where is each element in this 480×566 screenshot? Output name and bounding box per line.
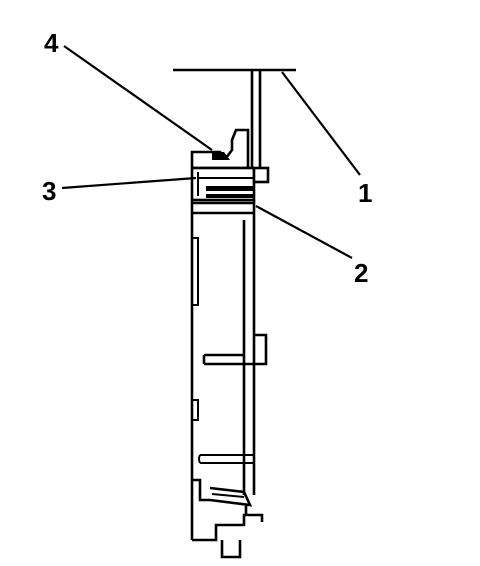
- callout-1: 1: [358, 178, 372, 208]
- leader-2: [255, 205, 353, 259]
- leader-3: [61, 176, 197, 190]
- leader-1: [281, 71, 361, 176]
- hook-part-4: [190, 128, 250, 170]
- plate-part-1: [173, 68, 296, 168]
- seal-band-part-2: [192, 186, 254, 215]
- callout-4: 4: [44, 28, 59, 58]
- housing-body: [190, 200, 268, 559]
- callout-leaders: [61, 45, 361, 259]
- leader-4: [63, 45, 213, 151]
- callout-3: 3: [42, 176, 56, 206]
- callout-2: 2: [354, 258, 368, 288]
